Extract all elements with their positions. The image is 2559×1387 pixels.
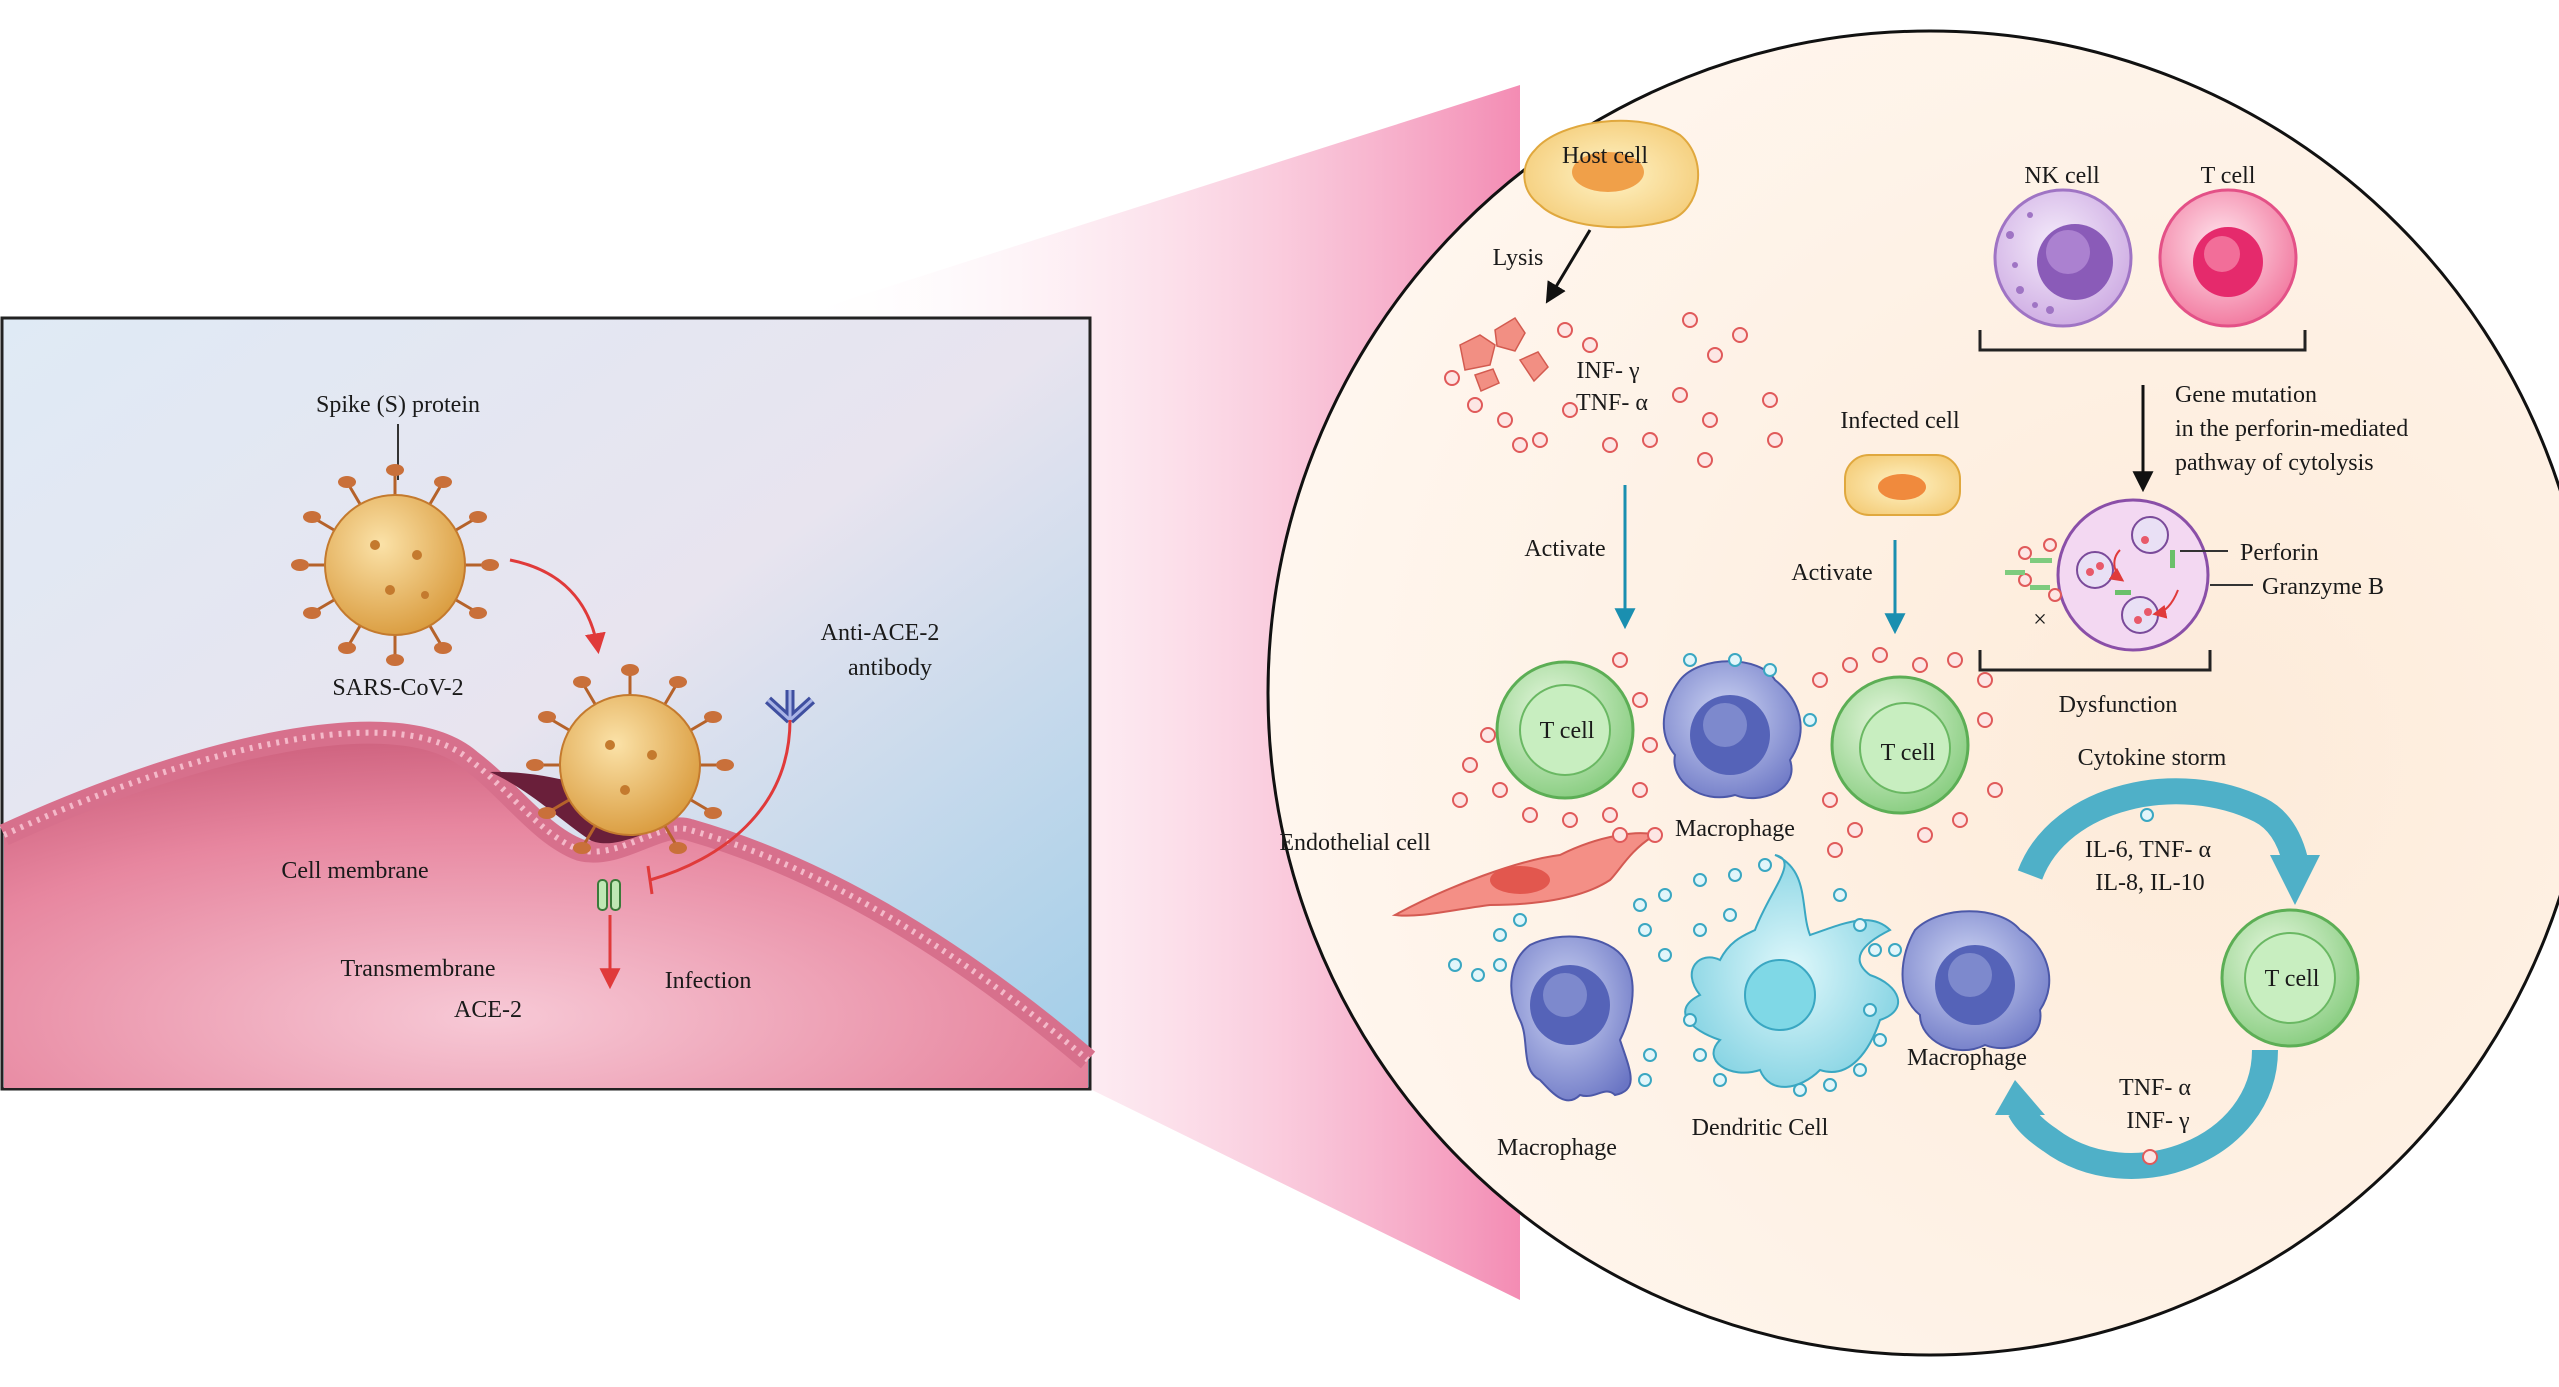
endothelial-cell (1391, 832, 1658, 917)
macrophage-2-label: Macrophage (1497, 1135, 1617, 1161)
spike-protein-label: Spike (S) protein (316, 392, 480, 418)
sars-cov-2-virus-bound (526, 664, 734, 854)
t-cell-1 (1495, 660, 1635, 800)
antibody-label-2: antibody (848, 655, 932, 681)
macrophage-3 (1901, 910, 2051, 1052)
svg-text:×: × (2033, 607, 2047, 633)
host-cell-body (4, 732, 1088, 1088)
dendritic-cell (1684, 854, 1900, 1088)
lysis-arrow (1545, 229, 1592, 304)
inf-gamma-label: INF- γ (1576, 358, 1640, 384)
macrophage-2 (1510, 935, 1634, 1102)
storm-line-2: IL-8, IL-10 (2095, 870, 2204, 896)
storm-line-4: INF- γ (2126, 1108, 2190, 1134)
t-cell-1-label: T cell (1540, 718, 1595, 744)
activate-label-1: Activate (1524, 536, 1605, 562)
released-granules: × (2005, 538, 2062, 633)
dendritic-label: Dendritic Cell (1692, 1115, 1829, 1141)
cytokine-dots (1444, 312, 1783, 468)
host-cell-label: Host cell (1562, 143, 1648, 169)
t-cell-3 (2220, 908, 2360, 1048)
nk-cell (1993, 188, 2133, 328)
macrophage-3-label: Macrophage (1907, 1045, 2027, 1071)
antibody-icon (764, 690, 816, 724)
left-panel: Spike (S) protein SARS-CoV-2 Anti-ACE-2 … (0, 316, 1096, 1091)
tnf-alpha-label: TNF- α (1576, 390, 1648, 416)
infected-cell (1844, 454, 1961, 516)
nk-cell-label: NK cell (2024, 163, 2100, 189)
endothelial-label: Endothelial cell (1279, 830, 1431, 856)
infection-label: Infection (665, 968, 752, 994)
cytokine-storm-title: Cytokine storm (2078, 745, 2227, 771)
gene-mutation-line-1: Gene mutation (2175, 382, 2317, 408)
t-cell-top (2158, 188, 2298, 328)
host-cell (1523, 119, 1700, 229)
infected-cell-label: Infected cell (1840, 408, 1960, 434)
gene-mutation-line-2: in the perforin-mediated (2175, 416, 2408, 442)
inflammatory-dots (1452, 647, 2158, 1165)
granzyme-label: Granzyme B (2262, 574, 2384, 600)
ace2-label: ACE-2 (454, 997, 522, 1023)
gene-mutation-line-3: pathway of cytolysis (2175, 450, 2374, 476)
t-cell-2-label: T cell (1881, 740, 1936, 766)
storm-arrow-bottom (2008, 1049, 2278, 1179)
storm-arrow-top (2017, 778, 2308, 881)
storm-line-3: TNF- α (2119, 1075, 2191, 1101)
perforin-label: Perforin (2240, 540, 2319, 566)
activate-label-2: Activate (1791, 560, 1872, 586)
dysfunction-label: Dysfunction (2059, 692, 2178, 718)
antibody-block-arrow (649, 719, 792, 882)
t-cell-3-label: T cell (2265, 966, 2320, 992)
lysis-label: Lysis (1493, 245, 1544, 271)
macrophage-1 (1662, 660, 1802, 800)
storm-line-1: IL-6, TNF- α (2085, 837, 2212, 863)
t-cell-top-label: T cell (2201, 163, 2256, 189)
macrophage-1-label: Macrophage (1675, 816, 1795, 842)
binding-arrow (509, 558, 606, 655)
transmembrane-label: Transmembrane (340, 956, 495, 982)
antibody-label-1: Anti-ACE-2 (821, 620, 940, 646)
virus-label: SARS-CoV-2 (332, 675, 463, 701)
t-cell-2 (1830, 675, 1970, 815)
dysfunction-bracket (1978, 650, 2212, 672)
dysfunctional-nk-cell (2056, 498, 2210, 652)
sars-cov-2-virus (291, 464, 499, 666)
lysed-fragments (1459, 316, 1549, 393)
ace2-receptor (597, 879, 621, 911)
cell-membrane-label: Cell membrane (281, 858, 428, 884)
chemokine-dots (1448, 653, 2154, 1097)
nk-tcell-bracket (1978, 330, 2307, 352)
